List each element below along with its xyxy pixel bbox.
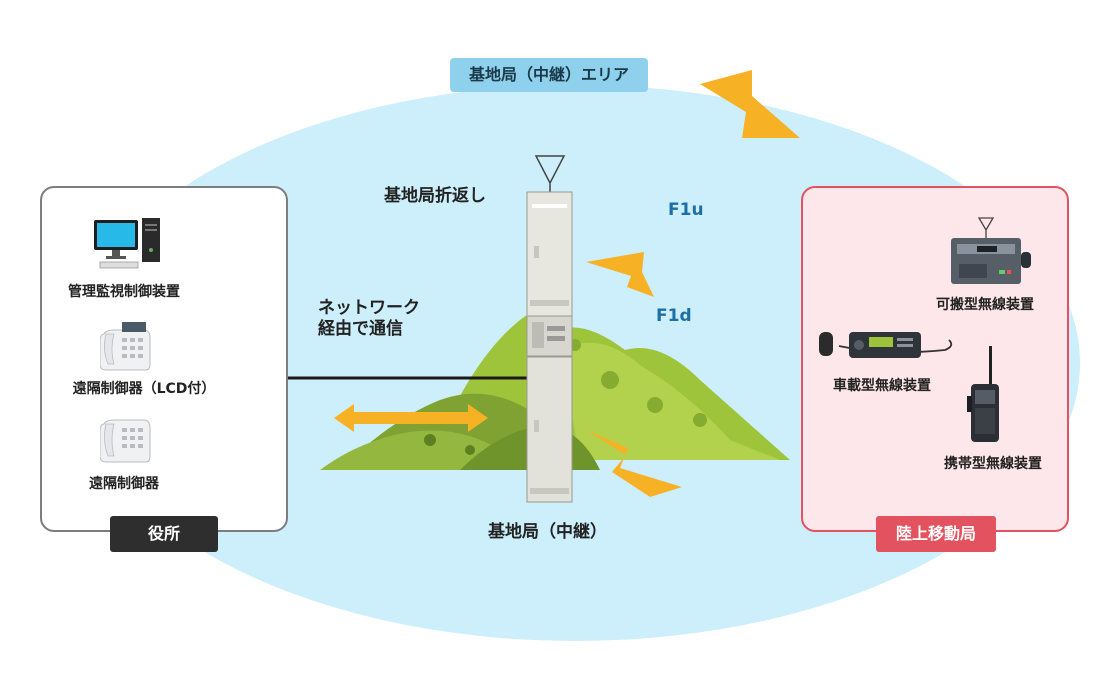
network-label-line2: 経由で通信	[318, 319, 403, 340]
mobile-station-title: 陸上移動局	[876, 516, 996, 552]
desk-phone-icon	[100, 419, 151, 463]
office-device-label: 管理監視制御装置	[68, 284, 180, 300]
portable-radio-icon	[951, 217, 1031, 284]
office-device-label: 遠隔制御器（LCD付）	[72, 381, 216, 397]
signal-bolt-icon	[700, 70, 800, 138]
uplink-frequency: F1u	[668, 200, 704, 220]
signal-bolt-icon	[586, 430, 682, 497]
area-label: 基地局（中継）エリア	[450, 58, 648, 92]
mountains	[320, 312, 790, 470]
office-title: 役所	[110, 516, 218, 552]
vehicle-radio-icon	[819, 332, 953, 358]
base-station-label: 基地局（中継）	[488, 522, 607, 542]
office-panel: 管理監視制御装置 遠隔制御器（LCD付） 遠隔制御器	[40, 186, 288, 532]
mobile-device-label: 携帯型無線装置	[944, 456, 1042, 472]
lcd-desk-phone-icon	[100, 322, 151, 371]
network-label: ネットワーク 経由で通信	[318, 298, 420, 341]
signal-bolt-icon	[586, 252, 654, 297]
computer-icon	[94, 218, 160, 269]
handheld-radio-icon	[967, 346, 999, 442]
signal-bolts	[586, 70, 800, 497]
mobile-device-label: 可搬型無線装置	[936, 297, 1034, 313]
double-arrow	[334, 404, 488, 432]
antenna-icon	[534, 155, 566, 192]
base-station-cabinet	[526, 155, 573, 503]
office-device-label: 遠隔制御器	[89, 476, 159, 492]
loopback-label: 基地局折返し	[384, 186, 486, 206]
mobile-station-panel: 可搬型無線装置 車載型無線装置 携帯型無線装置	[801, 186, 1069, 532]
network-label-line1: ネットワーク	[318, 298, 420, 318]
downlink-frequency: F1d	[656, 306, 692, 326]
mobile-device-label: 車載型無線装置	[833, 378, 931, 394]
